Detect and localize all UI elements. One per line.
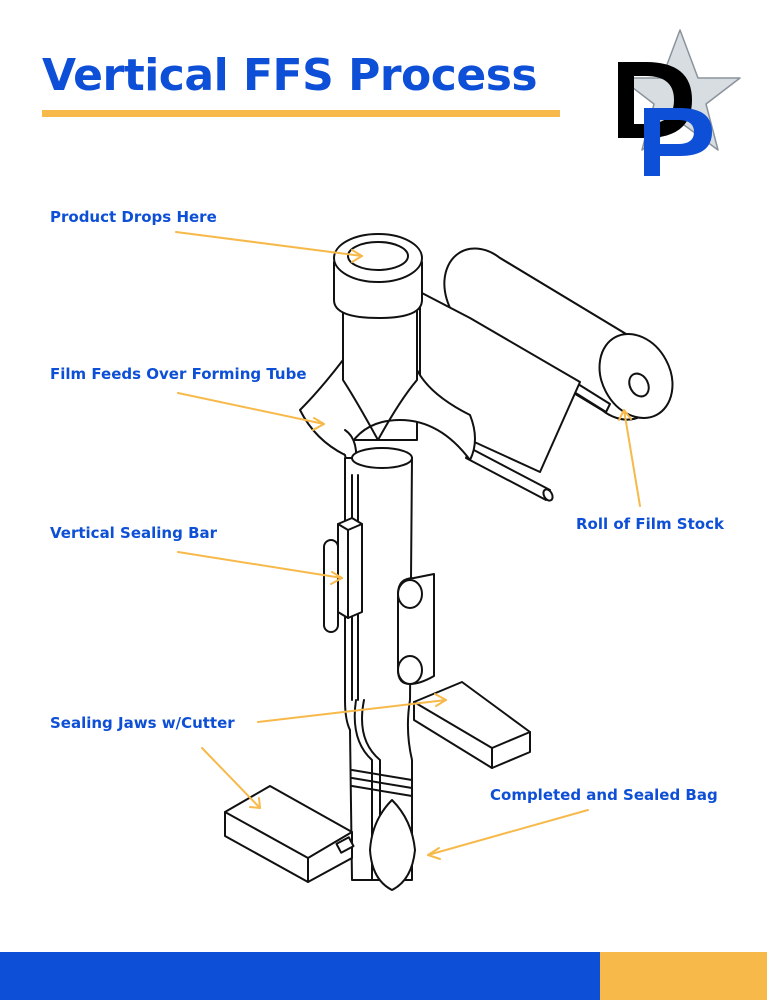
bag-cross-seal [351,769,413,797]
label-film-feeds: Film Feeds Over Forming Tube [50,365,307,383]
sealing-jaw-left [224,785,355,883]
label-roll-of-film: Roll of Film Stock [576,515,724,533]
footer-yellow-bar [600,952,767,1000]
logo-letter-p [644,108,712,176]
label-sealing-jaws: Sealing Jaws w/Cutter [50,714,235,732]
dp-logo [618,29,741,176]
label-product-drops: Product Drops Here [50,208,217,226]
label-vertical-sealing-bar: Vertical Sealing Bar [50,524,218,542]
footer-blue-bar [0,952,600,1000]
sealing-jaw-right [413,681,531,769]
label-completed-bag: Completed and Sealed Bag [490,786,718,804]
film-roll [443,247,674,421]
page-title: Vertical FFS Process [42,50,538,101]
title-underline [42,110,560,117]
tube-roller [397,573,435,685]
completed-bag [369,799,416,891]
annotation-arrows [175,231,641,860]
forming-collar [299,359,476,461]
vertical-sealing-bar [323,517,363,633]
